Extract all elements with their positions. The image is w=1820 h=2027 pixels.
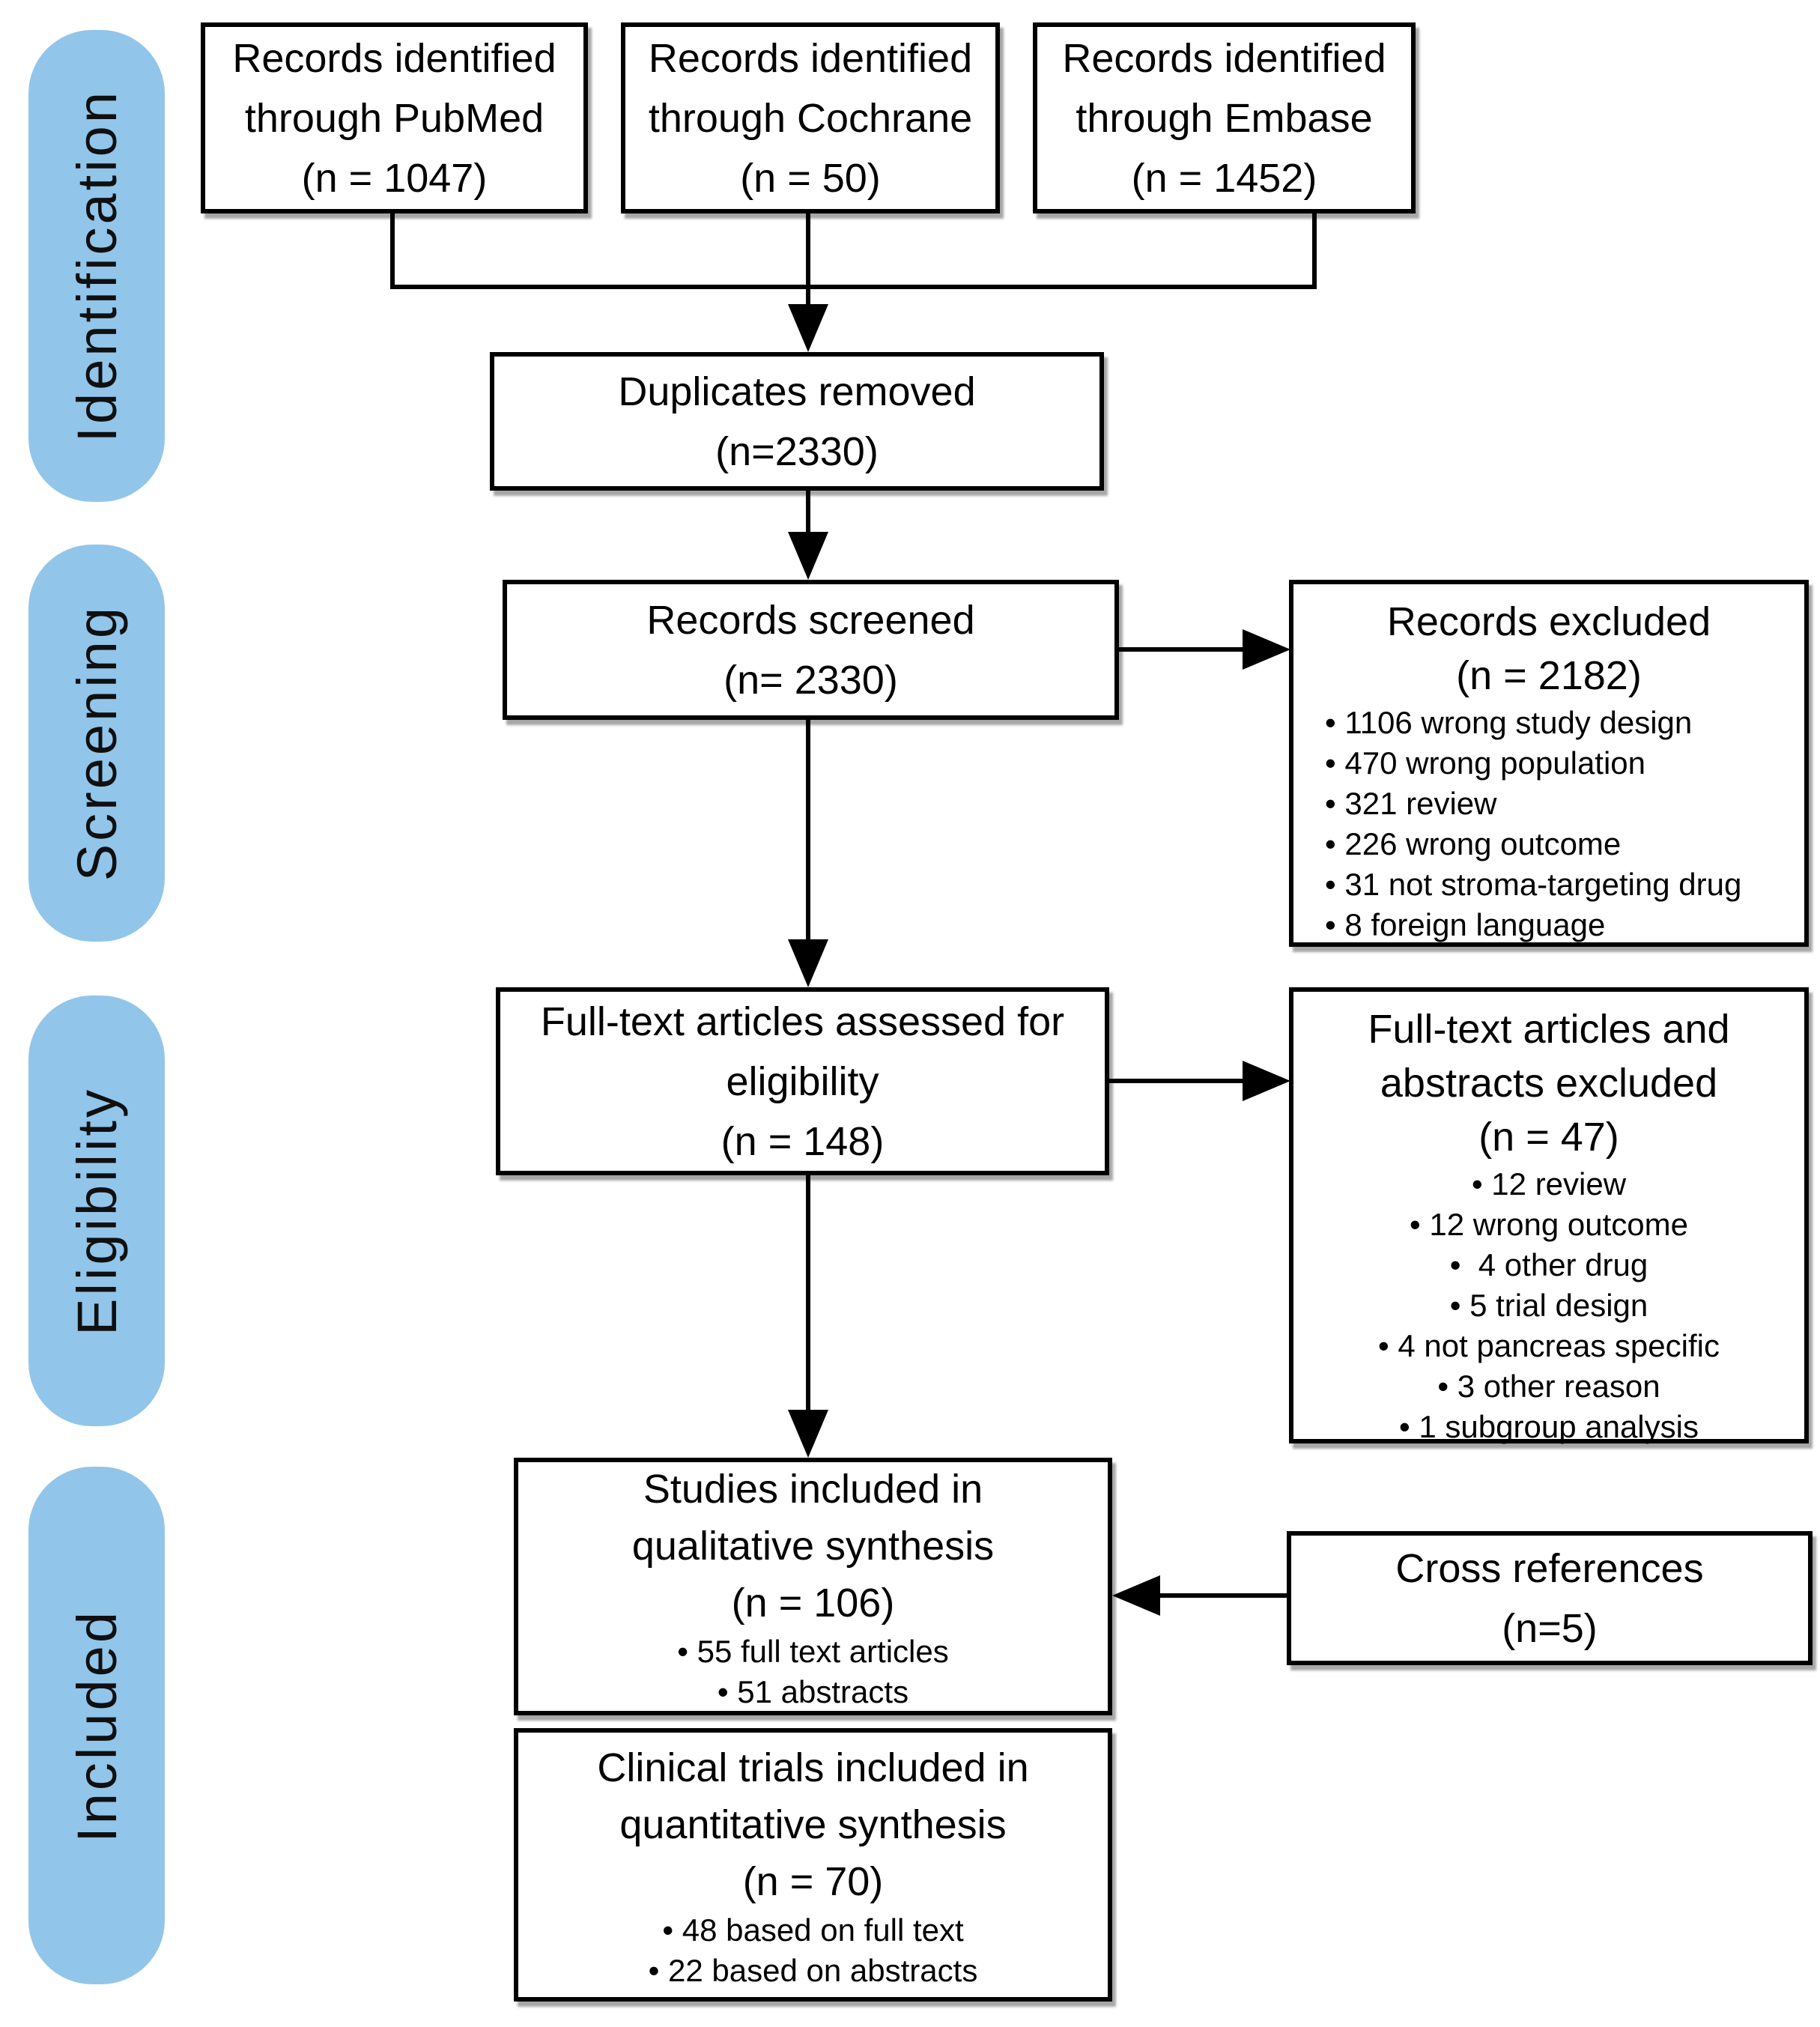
bullet-item: • 8 foreign language — [1325, 907, 1606, 942]
box-line: (n = 50) — [740, 155, 881, 201]
box-records-embase: Records identified through Embase (n = 1… — [1033, 22, 1416, 213]
arrowhead-down — [788, 1410, 828, 1458]
box-cross-references: Cross references (n=5) — [1287, 1531, 1813, 1665]
bullet-item: • 1106 wrong study design — [1325, 705, 1693, 740]
stage-pill-included: Included — [28, 1467, 165, 1984]
box-line: Records excluded — [1386, 599, 1711, 644]
stage-label: Eligibility — [65, 1086, 128, 1336]
stage-pill-identification: Identification — [28, 30, 165, 502]
arrowhead-down — [788, 532, 828, 580]
box-records-screened: Records screened (n= 2330) — [503, 580, 1119, 720]
stage-label: Included — [65, 1608, 128, 1843]
box-line: qualitative synthesis — [631, 1524, 995, 1569]
connector-line — [390, 213, 395, 289]
arrowhead-right — [1243, 1061, 1290, 1101]
box-line: Records identified — [232, 35, 556, 81]
box-line: quantitative synthesis — [619, 1802, 1007, 1847]
arrowhead-left — [1112, 1575, 1160, 1616]
box-line: Records identified — [1062, 35, 1386, 81]
connector-line — [1159, 1593, 1287, 1598]
box-line: Duplicates removed — [618, 369, 976, 414]
box-line: eligibility — [726, 1058, 879, 1104]
bullet-item: • 51 abstracts — [717, 1674, 909, 1709]
arrowhead-down — [788, 304, 828, 352]
box-qualitative-synthesis: Studies included in qualitative synthesi… — [514, 1458, 1112, 1715]
bullet-item: • 48 based on full text — [662, 1912, 964, 1948]
box-records-excluded: Records excluded (n = 2182) • 1106 wrong… — [1289, 580, 1809, 947]
connector-line — [1119, 647, 1246, 652]
bullet-item: • 321 review — [1325, 786, 1497, 821]
box-line: abstracts excluded — [1380, 1061, 1718, 1106]
stage-pill-eligibility: Eligibility — [28, 996, 165, 1426]
box-line: Cross references — [1395, 1545, 1704, 1591]
box-line: (n=5) — [1502, 1605, 1598, 1651]
box-duplicates-removed: Duplicates removed (n=2330) — [490, 352, 1104, 491]
connector-line — [1312, 213, 1317, 289]
box-line: (n=2330) — [715, 428, 879, 474]
connector-line — [390, 285, 1317, 289]
box-line: Records identified — [648, 35, 973, 81]
box-line: (n = 1047) — [301, 155, 488, 201]
box-line: Studies included in — [643, 1467, 983, 1512]
box-line: Clinical trials included in — [597, 1745, 1029, 1790]
stage-pill-screening: Screening — [28, 545, 165, 942]
arrowhead-right — [1243, 629, 1290, 670]
bullet-item: • 226 wrong outcome — [1325, 826, 1622, 861]
bullet-list: • 1106 wrong study design • 470 wrong po… — [1293, 703, 1804, 945]
connector-line — [806, 491, 810, 537]
box-line: through Embase — [1076, 95, 1373, 141]
arrowhead-down — [788, 939, 828, 987]
box-line: Full-text articles and — [1368, 1007, 1730, 1052]
box-fulltext-excluded: Full-text articles and abstracts exclude… — [1289, 987, 1809, 1444]
box-line: (n = 70) — [742, 1858, 884, 1904]
connector-line — [806, 213, 810, 307]
box-line: (n = 1452) — [1131, 155, 1317, 201]
connector-line — [806, 1175, 810, 1411]
box-line: Full-text articles assessed for — [540, 999, 1065, 1044]
bullet-item: • 12 wrong outcome — [1410, 1207, 1688, 1242]
connector-line — [1109, 1079, 1246, 1083]
box-quantitative-synthesis: Clinical trials included in quantitative… — [514, 1728, 1112, 2002]
bullet-item: • 4 not pancreas specific — [1378, 1328, 1720, 1363]
bullet-item: • 470 wrong population — [1325, 745, 1646, 781]
bullet-item: • 5 trial design — [1449, 1288, 1648, 1323]
box-line: (n = 148) — [721, 1118, 885, 1164]
box-line: (n = 47) — [1478, 1115, 1619, 1160]
bullet-item: • 3 other reason — [1437, 1369, 1660, 1404]
box-fulltext-assessed: Full-text articles assessed for eligibil… — [496, 987, 1109, 1175]
box-line: (n = 2182) — [1456, 653, 1642, 698]
bullet-item: • 4 other drug — [1449, 1247, 1648, 1282]
box-line: (n= 2330) — [724, 657, 898, 703]
box-line: Records screened — [646, 597, 975, 643]
box-records-cochrane: Records identified through Cochrane (n =… — [621, 22, 1000, 213]
bullet-item: • 12 review — [1471, 1166, 1627, 1202]
box-line: through Cochrane — [648, 95, 973, 141]
box-records-pubmed: Records identified through PubMed (n = 1… — [201, 22, 588, 213]
bullet-item: • 55 full text articles — [677, 1634, 949, 1669]
box-line: through PubMed — [244, 95, 545, 141]
stage-label: Identification — [65, 89, 128, 443]
bullet-item: • 1 subgroup analysis — [1399, 1409, 1699, 1444]
bullet-item: • 31 not stroma-targeting drug — [1325, 867, 1742, 902]
connector-line — [806, 720, 810, 941]
stage-label: Screening — [65, 605, 128, 882]
bullet-item: • 22 based on abstracts — [648, 1952, 978, 1988]
box-line: (n = 106) — [731, 1581, 895, 1625]
